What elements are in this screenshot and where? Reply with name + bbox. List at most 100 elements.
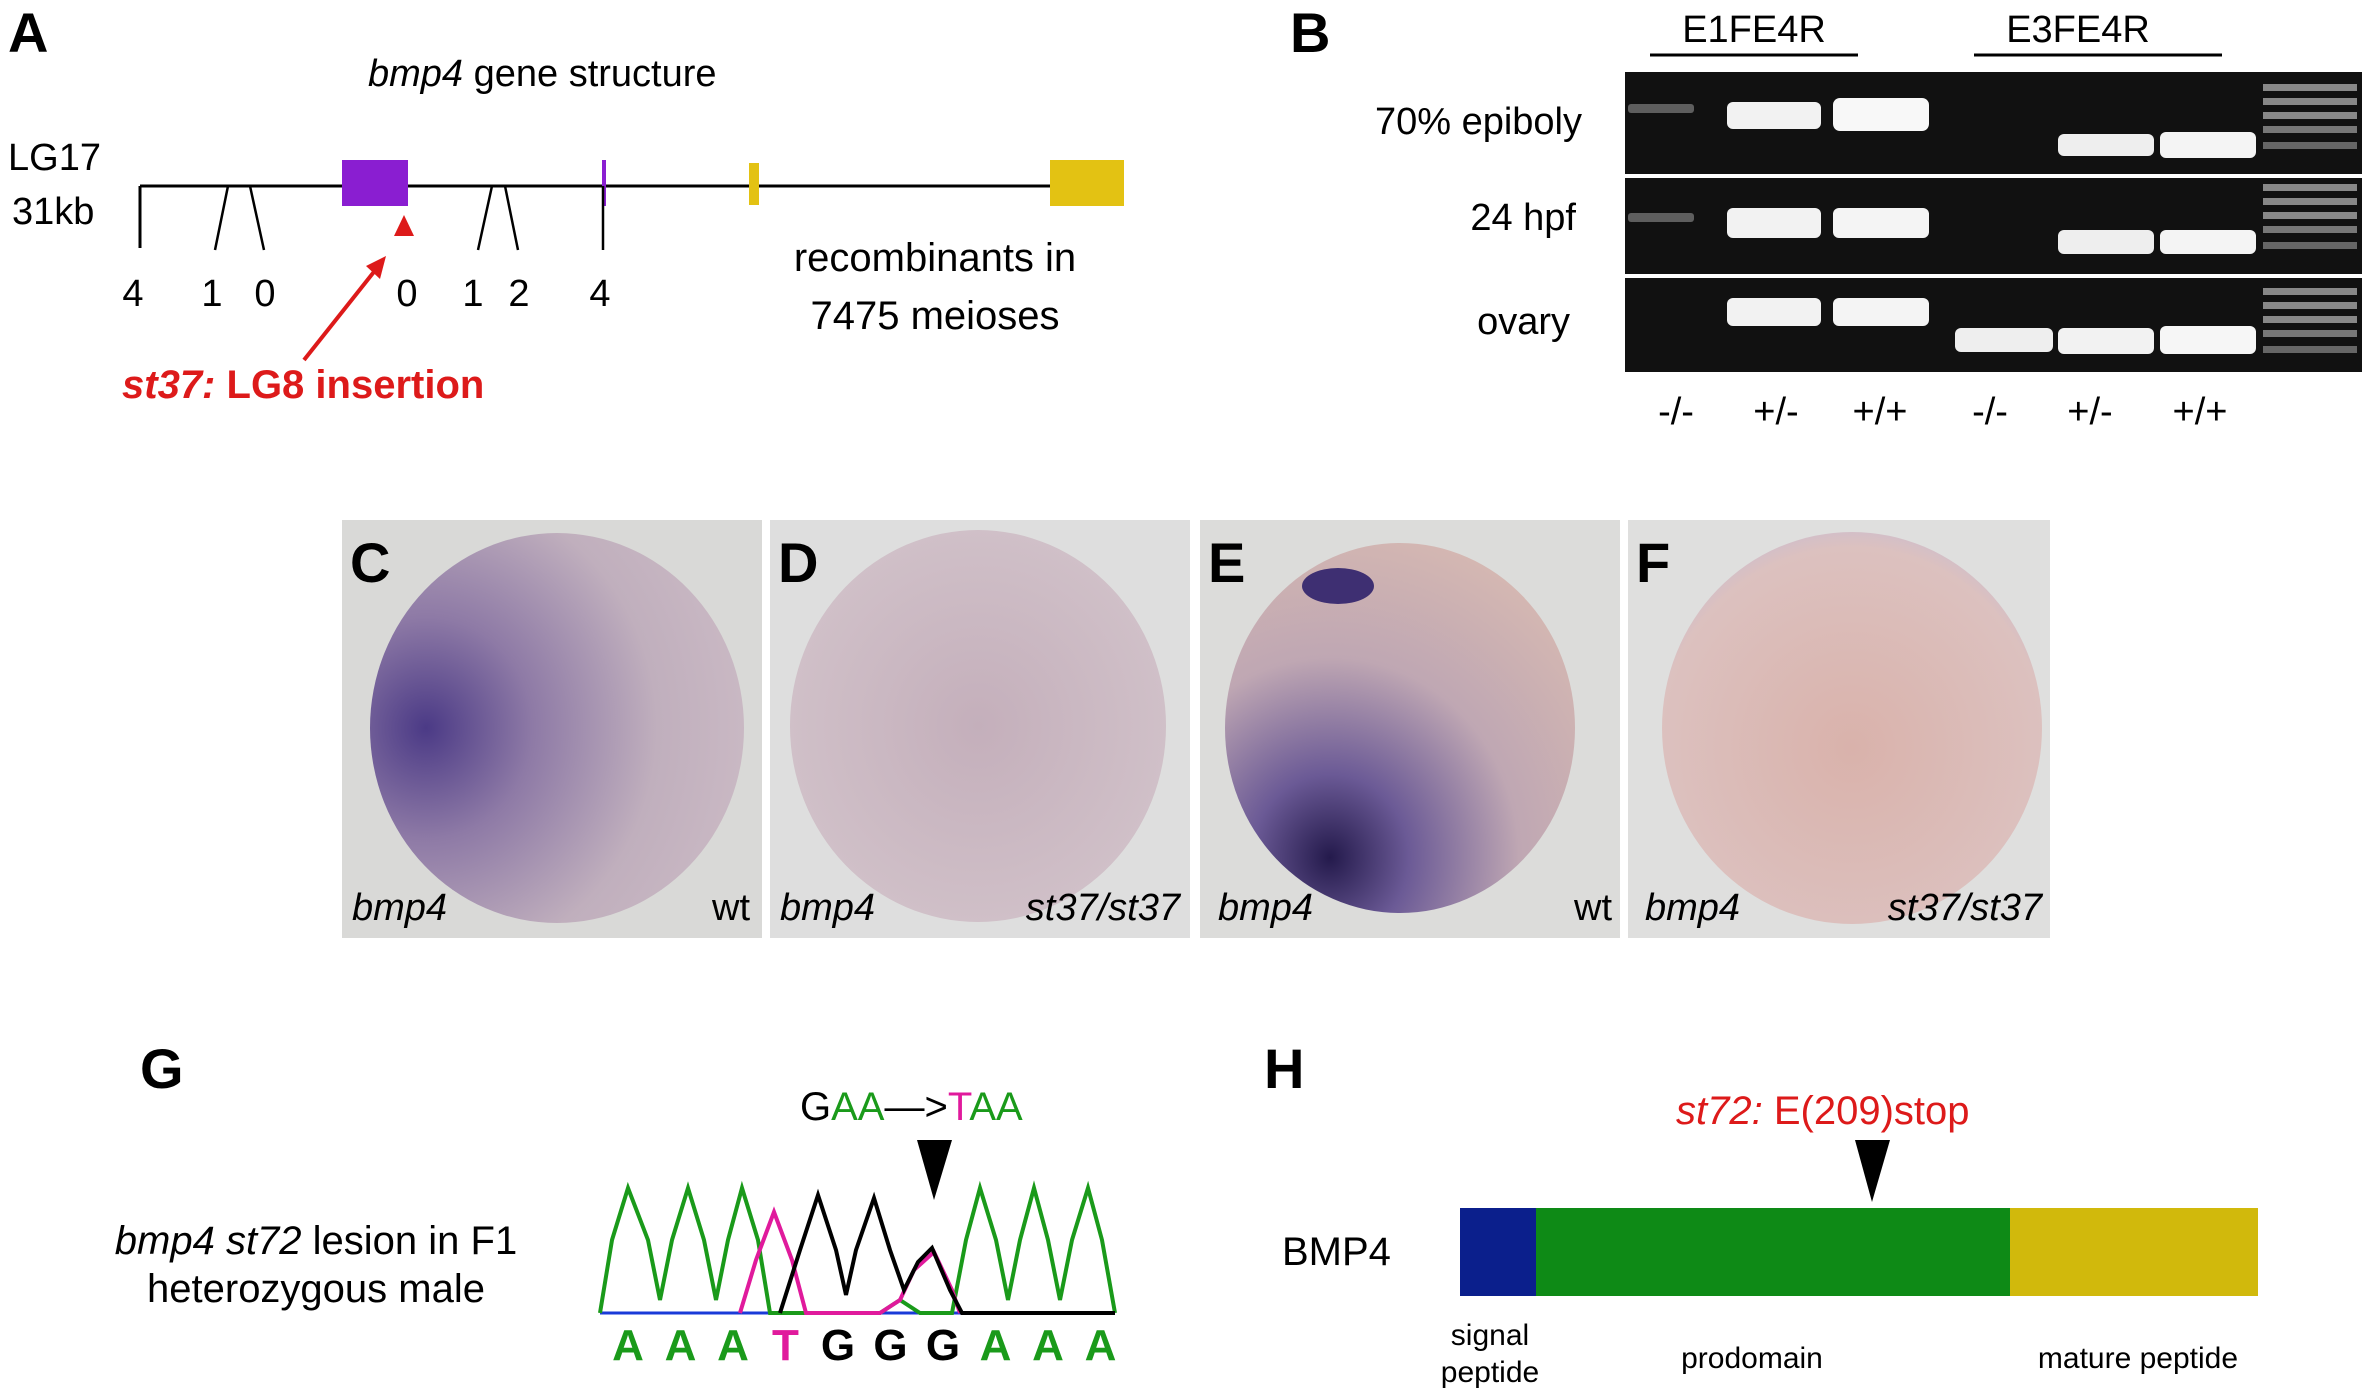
- mutation-triangle: [917, 1140, 952, 1200]
- mutation-part: —>: [884, 1085, 947, 1129]
- trace-t: [738, 1206, 962, 1315]
- gel-row-label: 70% epiboly: [1375, 101, 1582, 143]
- base-call-2: A: [717, 1321, 749, 1370]
- panel-letter-c: C: [350, 531, 390, 594]
- genotype-label: +/-: [2067, 391, 2112, 433]
- protein-mutation-triangle: [1855, 1140, 1890, 1202]
- gene-structure-title-rest: gene structure: [463, 53, 716, 95]
- panel-letter-h: H: [1264, 1037, 1304, 1100]
- embryo-f: [1662, 532, 2042, 924]
- panel-letter-b: B: [1290, 1, 1330, 64]
- embryo-e: [1225, 543, 1575, 913]
- embryo-genotype-label: st37/st37: [1026, 887, 1182, 929]
- mutation-part: T: [948, 1085, 972, 1129]
- exon-3: [749, 163, 759, 205]
- mutation-part: G: [800, 1085, 831, 1129]
- base-call-8: A: [1032, 1321, 1064, 1370]
- panel-letter-f: F: [1636, 531, 1670, 594]
- embryo-gene-label: bmp4: [1645, 887, 1740, 929]
- insertion-allele: st37:: [122, 363, 215, 407]
- recomb-count: 4: [589, 273, 610, 315]
- recomb-count: 0: [396, 273, 417, 315]
- protein-name: BMP4: [1282, 1230, 1391, 1274]
- base-call-3: T: [772, 1321, 799, 1370]
- exon-2: [602, 160, 606, 206]
- insertion-arrow-line: [302, 266, 379, 362]
- base-call-4: G: [821, 1321, 855, 1370]
- panel-a: A bmp4 gene structure LG17 31kb 4 1 0 0 …: [8, 1, 1124, 407]
- insertion-arrow-head: [366, 256, 386, 279]
- embryo-panel-f: F bmp4 st37/st37: [1628, 520, 2050, 938]
- lesion-caption-line2: heterozygous male: [147, 1267, 485, 1311]
- insertion-text: LG8 insertion: [215, 363, 484, 407]
- embryo-panel-d: D bmp4 st37/st37: [770, 520, 1190, 938]
- lesion-caption-allele: st72: [215, 1219, 302, 1263]
- primer-label-e1: E1FE4R: [1682, 9, 1826, 51]
- lesion-caption-gene: bmp4: [115, 1219, 215, 1263]
- marker-line: [503, 185, 520, 251]
- gel-row-label: 24 hpf: [1470, 197, 1576, 239]
- base-call-1: A: [665, 1321, 697, 1370]
- embryo-gene-label: bmp4: [780, 887, 875, 929]
- domain-signal: [1460, 1208, 1536, 1296]
- gene-structure-title-gene: bmp4: [368, 53, 463, 95]
- panel-letter-d: D: [778, 531, 818, 594]
- domain-label-prodomain: prodomain: [1681, 1342, 1823, 1375]
- recomb-label-line2: 7475 meioses: [810, 294, 1059, 338]
- exon-4: [1050, 160, 1124, 206]
- recomb-label-line1: recombinants in: [794, 236, 1076, 280]
- lg-label-line1: LG17: [8, 137, 101, 179]
- trace-g: [778, 1188, 1115, 1315]
- recomb-count: 4: [122, 273, 143, 315]
- embryo-c: [370, 533, 744, 923]
- lg-label-line2: 31kb: [12, 191, 94, 233]
- base-call-9: A: [1085, 1321, 1117, 1370]
- genotype-label: +/+: [2173, 391, 2228, 433]
- base-call-6: G: [926, 1321, 960, 1370]
- panel-letter-a: A: [8, 1, 48, 64]
- base-call-0: A: [612, 1321, 644, 1370]
- genotype-label: -/-: [1658, 391, 1694, 433]
- domain-mature: [2010, 1208, 2258, 1296]
- mutation-label: GAA—>TAA: [800, 1085, 1023, 1129]
- domain-prodomain: [1536, 1208, 2010, 1296]
- domain-label-signal-2: peptide: [1441, 1356, 1539, 1389]
- mutation-part: AA: [969, 1085, 1023, 1129]
- genotype-label: +/+: [1853, 391, 1908, 433]
- marker-line: [213, 185, 230, 251]
- gel-row-label: ovary: [1477, 301, 1570, 343]
- marker-line: [248, 185, 266, 251]
- protein-mutation-label: st72: E(209)stop: [1676, 1089, 1970, 1133]
- embryo-gene-label: bmp4: [352, 887, 447, 929]
- recomb-count: 1: [201, 273, 222, 315]
- embryo-genotype-label: st37/st37: [1888, 887, 2044, 929]
- panel-g: G GAA—>TAA bmp4 st72 lesion in F1 hetero…: [115, 1037, 1117, 1315]
- domain-label-mature: mature peptide: [2038, 1342, 2238, 1375]
- base-call-7: A: [980, 1321, 1012, 1370]
- recomb-count: 2: [508, 273, 529, 315]
- recomb-count: 0: [254, 273, 275, 315]
- embryo-panel-e: E bmp4 wt: [1200, 520, 1620, 938]
- panel-letter-e: E: [1208, 531, 1245, 594]
- protein-mutation-rest: E(209)stop: [1763, 1089, 1970, 1133]
- panel-h: H st72: E(209)stop BMP4 signal peptide p…: [1264, 1037, 2258, 1389]
- embryo-gene-label: bmp4: [1218, 887, 1313, 929]
- primer-label-e3: E3FE4R: [2006, 9, 2150, 51]
- base-call-5: G: [873, 1321, 907, 1370]
- domain-label-signal-1: signal: [1451, 1319, 1529, 1352]
- gel-row-ovary: [1625, 278, 2362, 372]
- panel-letter-g: G: [140, 1037, 184, 1100]
- gel-row-24-hpf: [1625, 178, 2362, 274]
- gene-structure-title: bmp4 gene structure: [368, 53, 717, 95]
- embryo-d: [790, 530, 1166, 922]
- genotype-label: +/-: [1753, 391, 1798, 433]
- insertion-label: st37: LG8 insertion: [122, 363, 484, 407]
- gel-row-70-epiboly: [1625, 72, 2362, 174]
- lesion-caption-line1: bmp4 st72 lesion in F1: [115, 1219, 517, 1263]
- panel-b: B E1FE4R E3FE4R 70% epiboly 24 hpf ovary: [1290, 1, 2362, 433]
- recomb-count: 1: [462, 273, 483, 315]
- chromatogram: [598, 1180, 1117, 1315]
- embryo-panel-c: C bmp4 wt: [342, 520, 762, 938]
- mutation-part: AA: [831, 1085, 885, 1129]
